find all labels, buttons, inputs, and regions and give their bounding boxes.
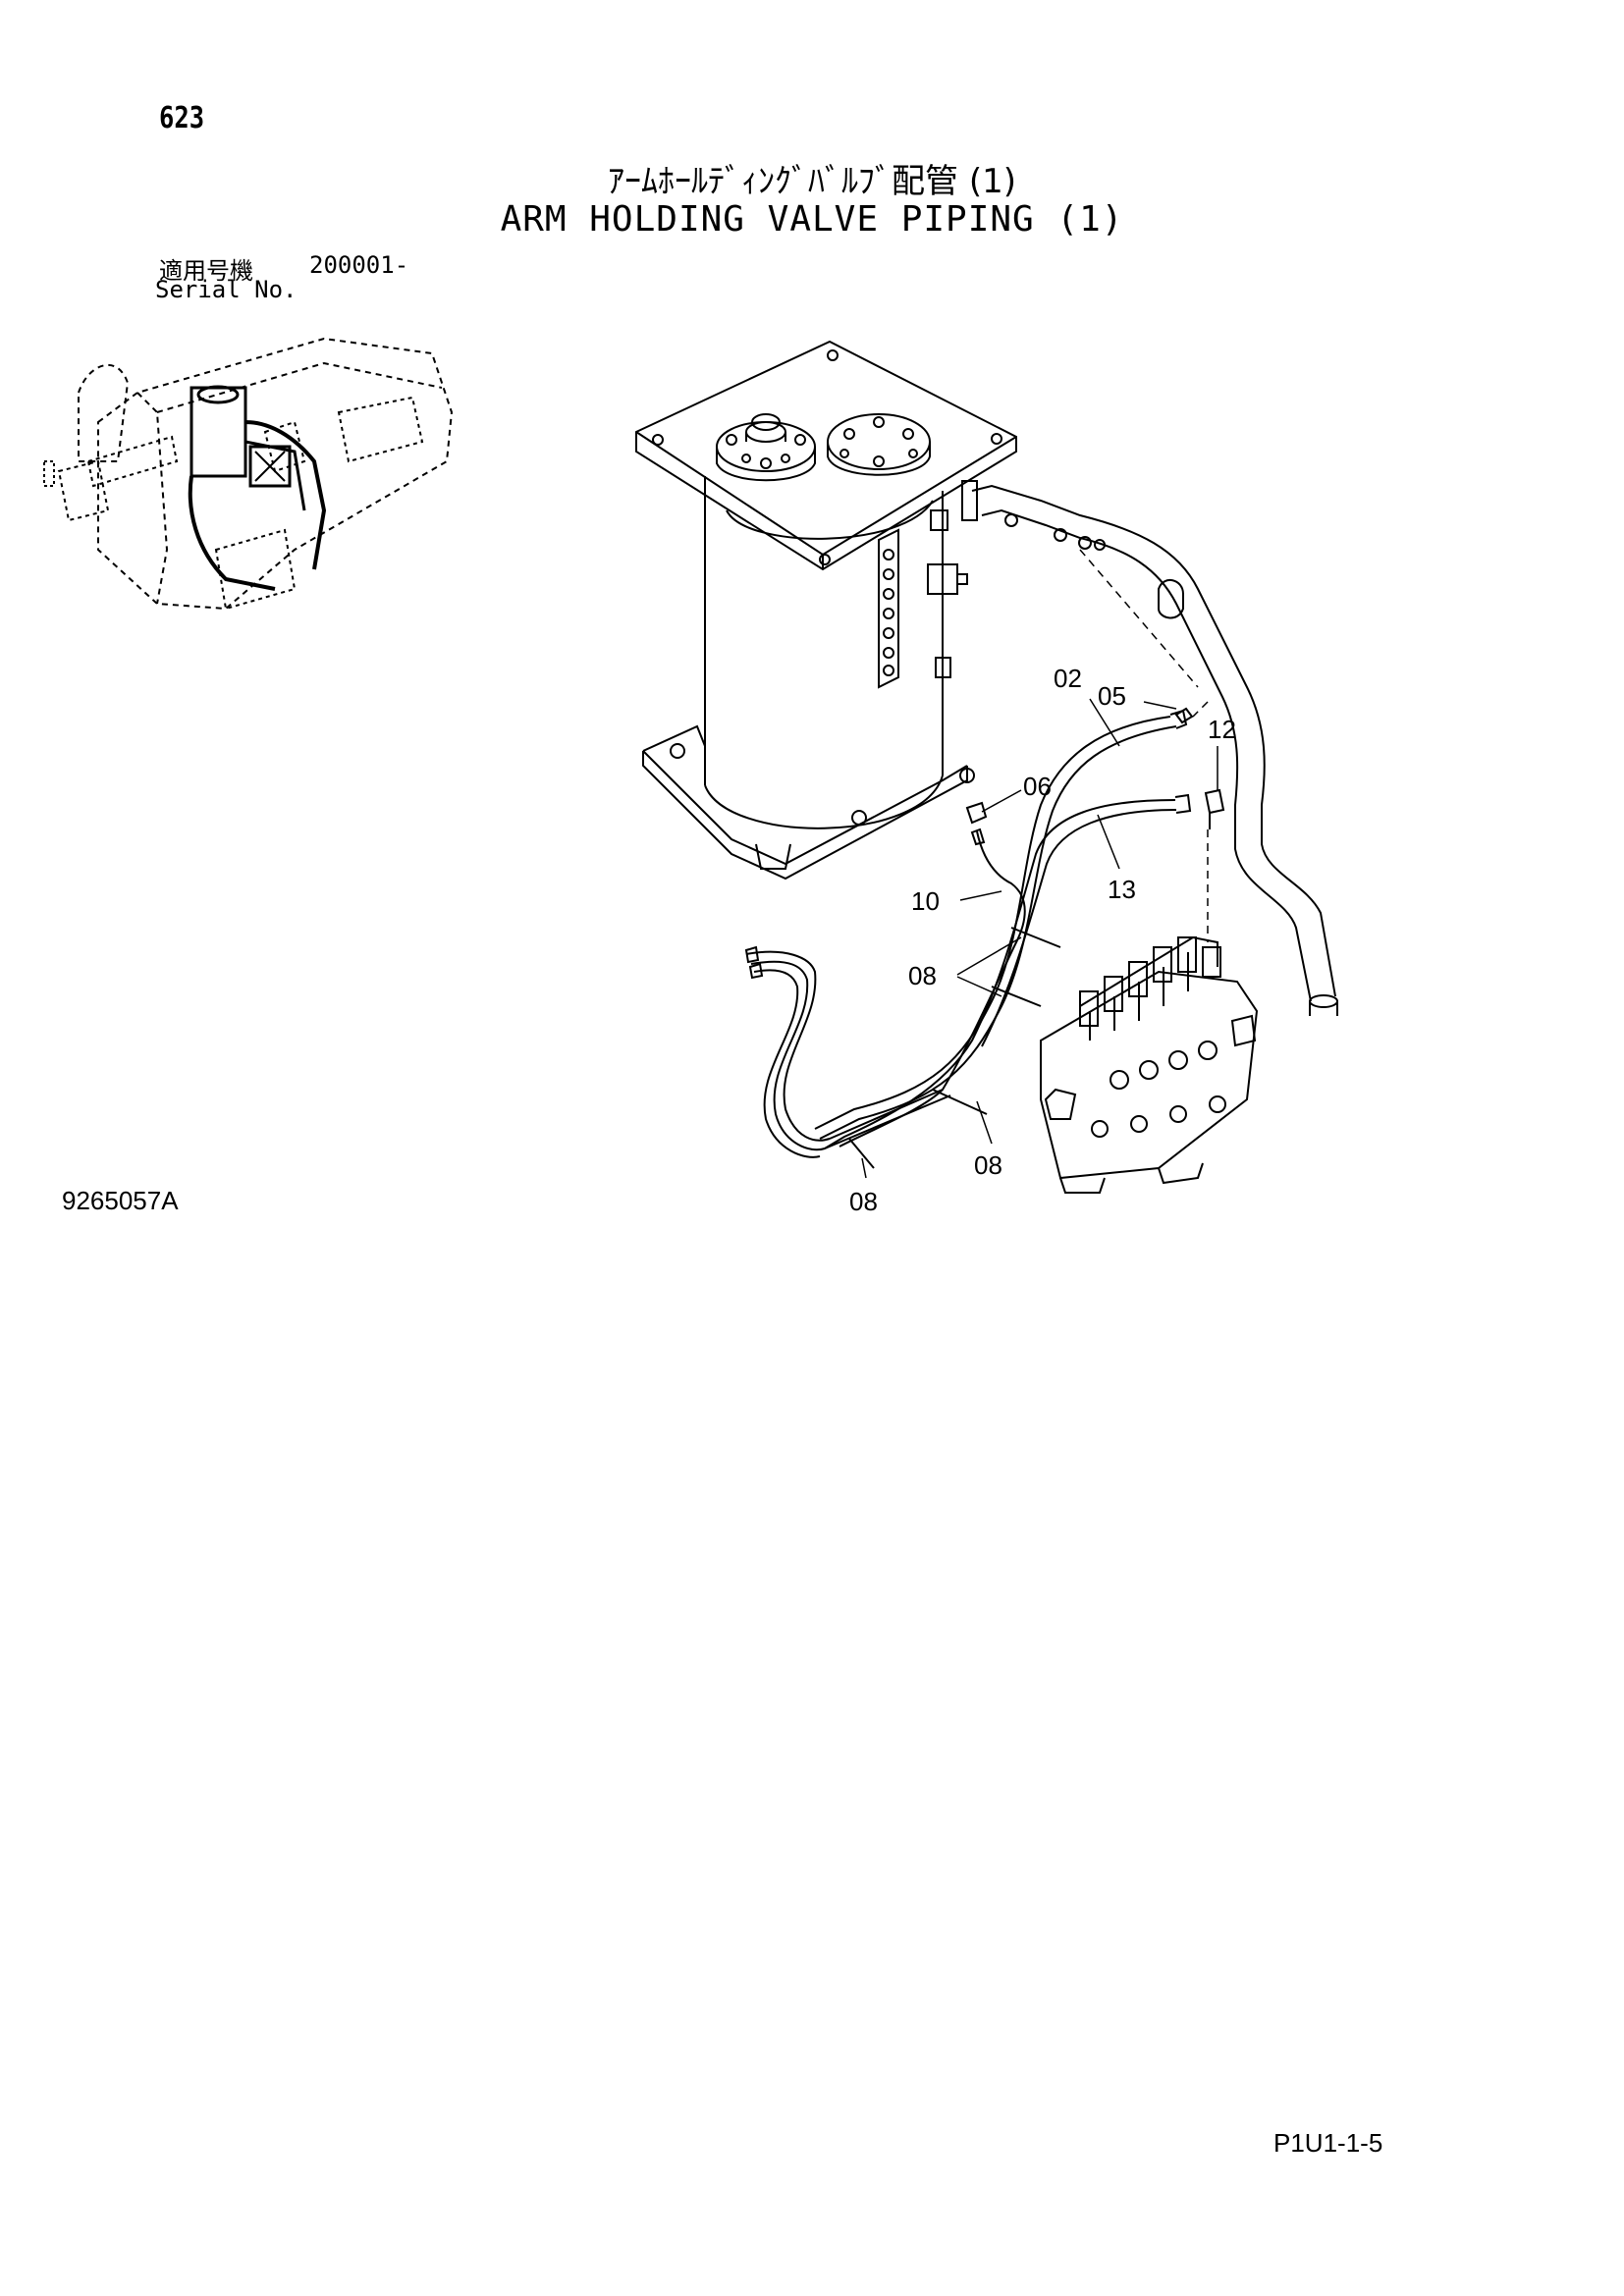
callout-08-lower: 08 <box>849 1187 878 1216</box>
callout-12: 12 <box>1208 715 1236 744</box>
callout-08-upper: 08 <box>908 961 937 990</box>
title-japanese: ｱｰﾑﾎｰﾙﾃﾞｨﾝｸﾞﾊﾞﾙﾌﾞ配管 (1) <box>608 162 1016 201</box>
clamps <box>848 927 1061 1169</box>
drawing-number: 9265057A <box>62 1186 179 1215</box>
serial-label-japanese: 適用号機 <box>159 257 253 285</box>
serial-number-value: 200001- <box>309 251 409 279</box>
control-valve <box>1040 935 1259 1194</box>
callout-08-right: 08 <box>974 1150 1002 1180</box>
page-code: P1U1-1-5 <box>1273 2128 1383 2158</box>
assembly-lines <box>1079 549 1209 942</box>
callout-05: 05 <box>1098 681 1126 711</box>
return-pipe <box>961 480 1338 1016</box>
fittings <box>965 707 1225 829</box>
callouts: 02 05 06 12 13 10 08 08 08 <box>849 664 1236 1216</box>
callout-06: 06 <box>1023 772 1052 801</box>
machine-overview-inset <box>43 337 454 611</box>
title-english: ARM HOLDING VALVE PIPING (1) <box>500 199 1124 240</box>
hoses <box>744 709 1192 1158</box>
callout-02: 02 <box>1054 664 1082 693</box>
serial-label-english: Serial No. <box>155 276 298 303</box>
callout-13: 13 <box>1108 875 1136 904</box>
callout-10: 10 <box>911 886 940 916</box>
page-number: 623 <box>159 101 205 135</box>
hydraulic-tank <box>635 340 1017 881</box>
